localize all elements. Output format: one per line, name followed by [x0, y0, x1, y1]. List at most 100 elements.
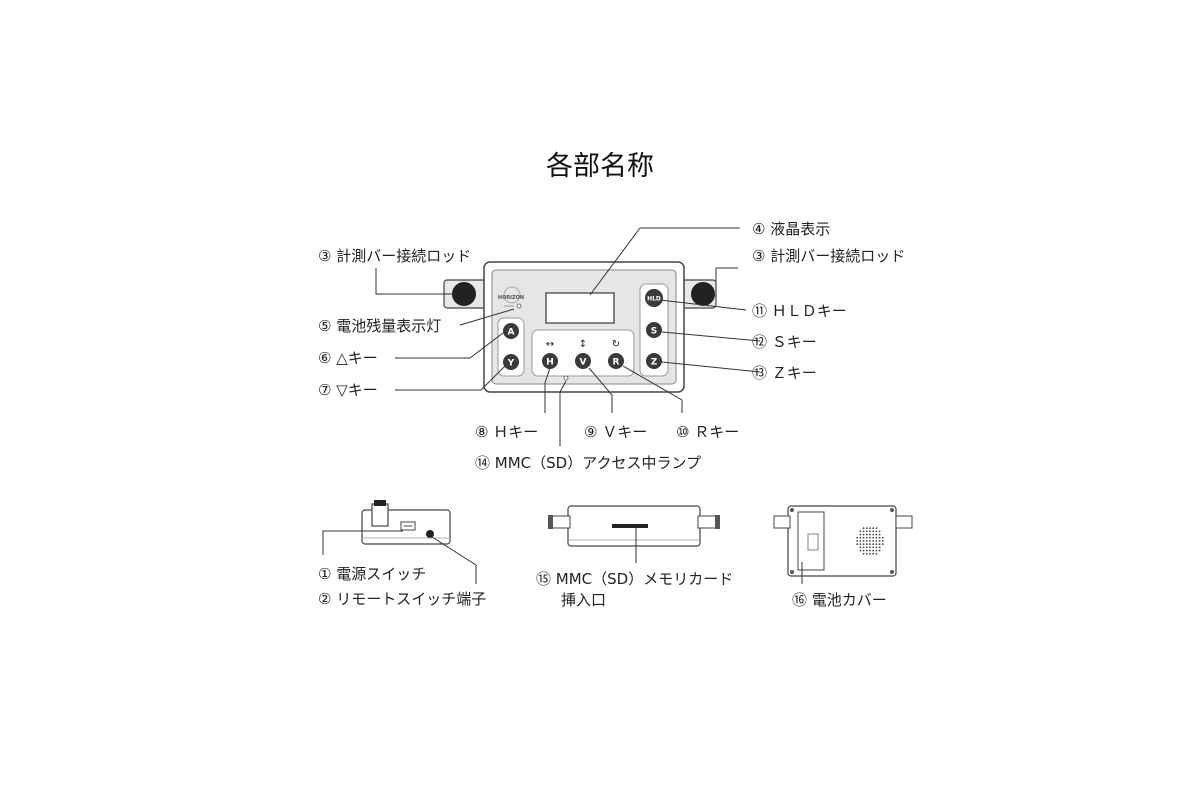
speaker-hole [869, 530, 871, 533]
speaker-hole [869, 552, 871, 555]
label-remote-terminal: ② リモートスイッチ端子 [318, 590, 486, 608]
speaker-hole [865, 552, 868, 555]
label-r-key: ⑩ Ｒキー [676, 423, 739, 441]
label-mmc-slot-line1: ⑮ MMC（SD）メモリカード [536, 570, 733, 588]
device-front-view: HORIZON A Y ↔ ↕ ↻ H V R HLD S Z [443, 261, 717, 393]
z-key[interactable] [646, 353, 662, 369]
speaker-hole [859, 549, 862, 552]
device-top-view [361, 500, 451, 545]
speaker-hole [859, 540, 862, 542]
speaker-hole [862, 552, 865, 555]
remote-terminal[interactable] [426, 530, 434, 538]
speaker-hole [865, 549, 868, 552]
mmc-card-slot[interactable] [612, 524, 648, 528]
speaker-hole [875, 552, 878, 555]
brand-logo [503, 286, 521, 304]
label-hld-key: ⑪ ＨＬＤキー [752, 302, 847, 320]
speaker-hole [869, 540, 871, 542]
speaker-hole [875, 543, 878, 546]
s-key-letter: S [651, 327, 657, 337]
back-view-rod-right [895, 515, 913, 529]
side-view-rod-left [551, 515, 571, 529]
speaker-hole [862, 549, 865, 552]
left-rod-knob [452, 282, 476, 306]
leader-lines-main [375, 227, 761, 446]
down-key-letter: Y [507, 359, 515, 369]
v-key-letter: V [580, 358, 587, 368]
speaker-hole [869, 549, 871, 552]
label-s-key: ⑫ Ｓキー [752, 333, 817, 351]
h-symbol: ↔ [546, 339, 554, 350]
speaker-hole [862, 533, 865, 536]
r-symbol: ↻ [612, 339, 620, 350]
speaker-hole [859, 536, 862, 539]
speaker-hole [875, 530, 878, 533]
h-key-letter: H [546, 358, 554, 368]
label-mmc-slot-line2: 挿入口 [561, 591, 606, 609]
speaker-hole [862, 543, 865, 546]
right-rod-knob [691, 282, 715, 306]
speaker-hole [872, 530, 875, 533]
s-key[interactable] [646, 322, 662, 338]
label-rod-right: ③ 計測バー接続ロッド [752, 247, 905, 265]
speaker-hole [872, 536, 875, 539]
speaker-hole [875, 533, 878, 536]
v-key[interactable] [575, 353, 591, 369]
speaker-hole [881, 540, 884, 542]
speaker-hole [859, 530, 862, 533]
speaker-hole [875, 540, 878, 542]
hld-key-letter: HLD [647, 296, 661, 303]
label-down-key: ⑦ ▽キー [318, 381, 378, 399]
speaker-hole [875, 546, 878, 549]
down-key[interactable] [503, 354, 519, 370]
hld-key[interactable] [645, 289, 663, 307]
label-v-key: ⑨ Ｖキー [584, 423, 647, 441]
speaker-hole [878, 540, 881, 542]
battery-lamp [516, 303, 522, 309]
speaker-hole [862, 530, 865, 533]
labels-main: ④ 液晶表示 ③ 計測バー接続ロッド ③ 計測バー接続ロッド ⑤ 電池残量表示灯… [318, 220, 905, 472]
device-back-view [773, 505, 913, 577]
speaker-hole [872, 549, 875, 552]
speaker-hole [862, 536, 865, 539]
speaker-hole [865, 543, 868, 546]
label-lcd: ④ 液晶表示 [752, 220, 830, 238]
h-key[interactable] [542, 353, 558, 369]
speaker-hole [859, 543, 862, 546]
brand-text: HORIZON [498, 295, 524, 301]
label-mmc-lamp: ⑭ MMC（SD）アクセス中ランプ [475, 454, 701, 472]
speaker-hole [872, 543, 875, 546]
speaker-hole [878, 549, 881, 552]
speaker-hole [881, 543, 884, 546]
speaker-hole [869, 527, 871, 530]
label-battery-cover: ⑯ 電池カバー [792, 591, 887, 609]
speaker-hole [872, 540, 875, 542]
label-power-switch: ① 電源スイッチ [318, 565, 426, 583]
speaker-hole [865, 546, 868, 549]
speaker-hole [869, 546, 871, 549]
lcd-display [545, 292, 615, 324]
back-view-rod-left [773, 515, 791, 529]
label-up-key: ⑥ △キー [318, 349, 378, 367]
r-key-letter: R [613, 358, 620, 368]
battery-cover-latch [807, 533, 819, 551]
up-key[interactable] [503, 323, 519, 339]
speaker-hole [878, 533, 881, 536]
speaker-hole [872, 552, 875, 555]
speaker-hole [856, 536, 859, 539]
z-key-letter: Z [651, 358, 658, 368]
speaker-hole [862, 540, 865, 542]
v-symbol: ↕ [579, 339, 587, 350]
label-z-key: ⑬ Ｚキー [752, 364, 817, 382]
device-side-view [548, 505, 720, 547]
speaker-hole [878, 530, 881, 533]
speaker-hole [865, 527, 868, 530]
r-key[interactable] [608, 353, 624, 369]
mmc-access-lamp [563, 375, 569, 381]
speaker-hole [859, 546, 862, 549]
speaker-hole [878, 536, 881, 539]
speaker-hole [856, 543, 859, 546]
leader-lines-top-view [322, 530, 477, 584]
label-h-key: ⑧ Ｈキー [475, 423, 538, 441]
